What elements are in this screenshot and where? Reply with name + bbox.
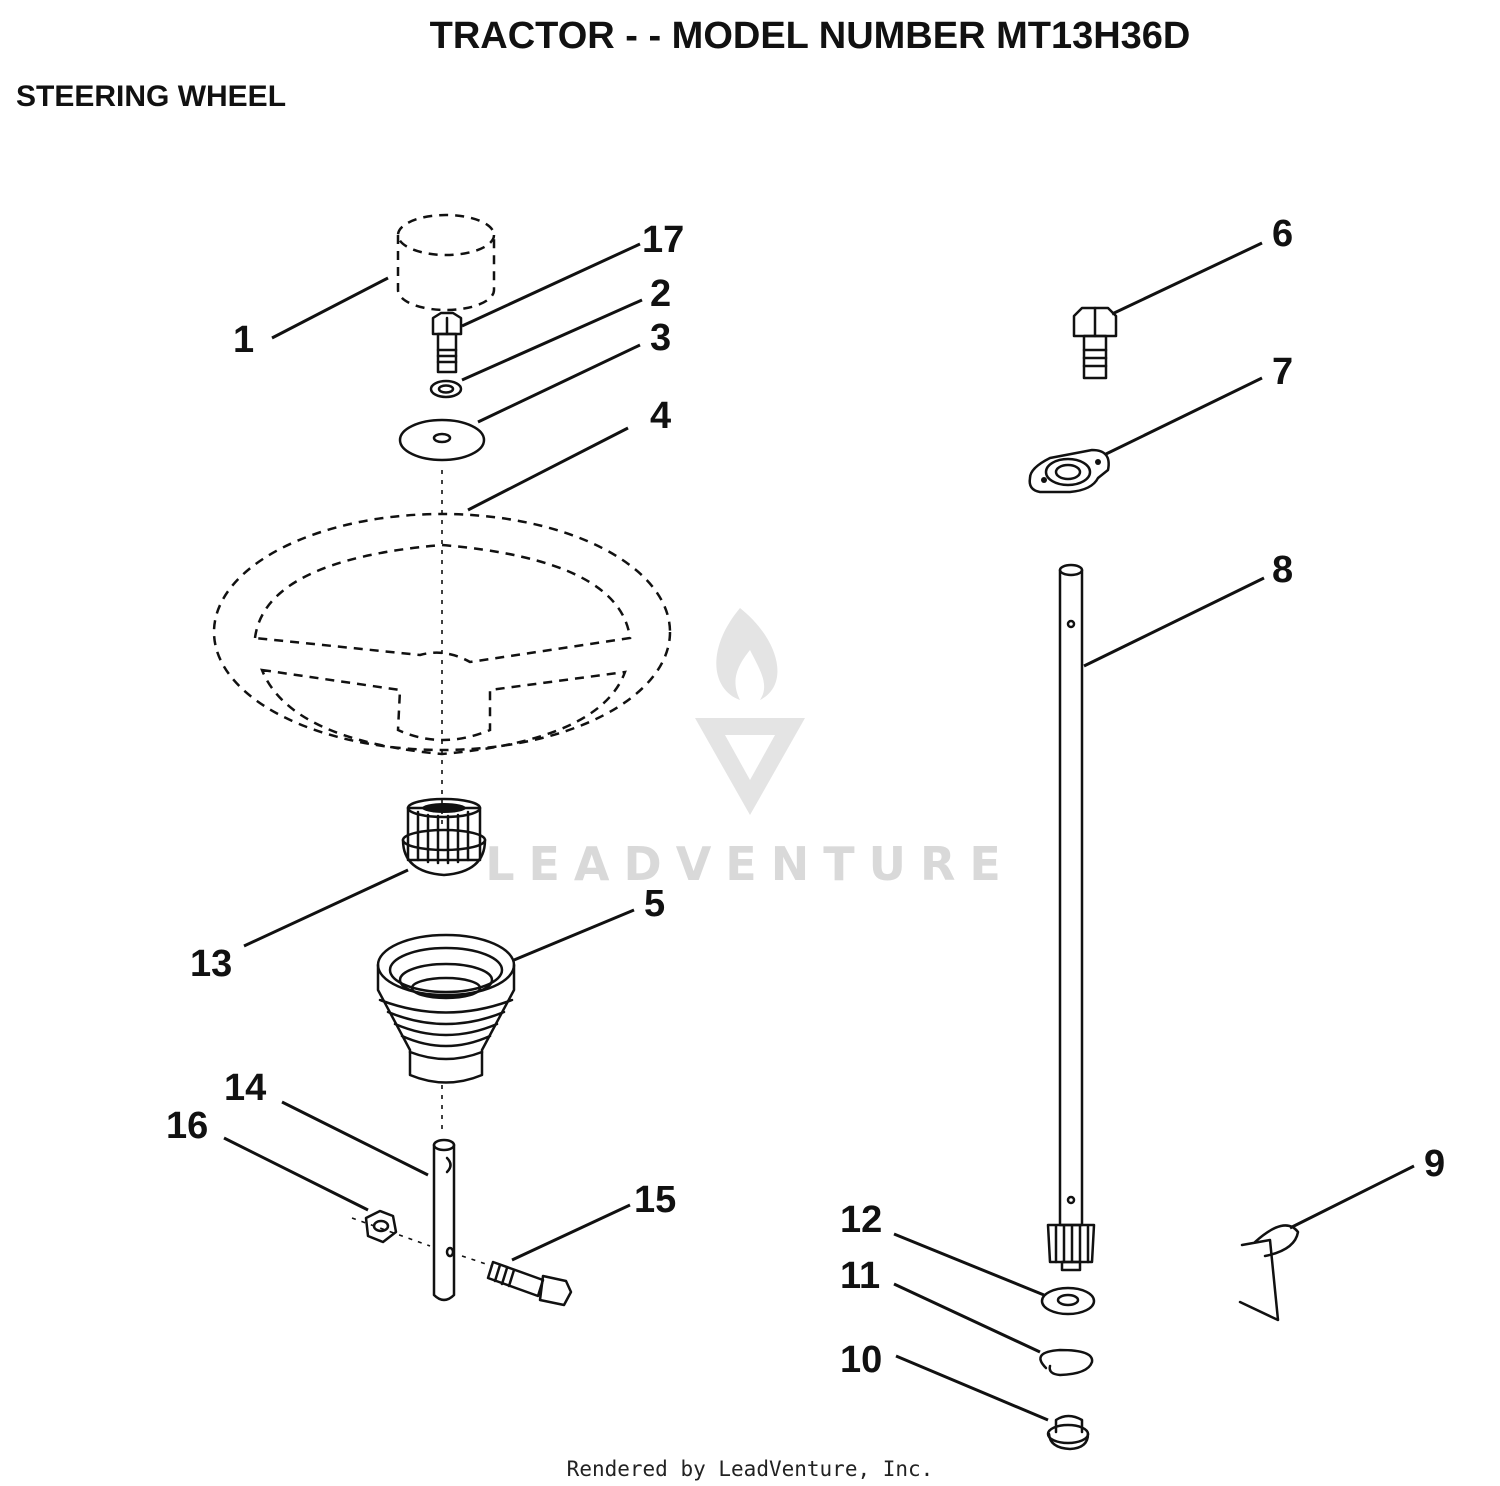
watermark-text: LEADVENTURE bbox=[485, 837, 1015, 891]
callout-12: 12 bbox=[840, 1199, 882, 1241]
leader-7 bbox=[1105, 376, 1263, 456]
leader-9 bbox=[1289, 1164, 1415, 1230]
leader-16 bbox=[223, 1136, 369, 1212]
footer-credit: Rendered by LeadVenture, Inc. bbox=[567, 1457, 934, 1481]
leader-1 bbox=[271, 276, 389, 340]
part-2-lock-washer bbox=[429, 379, 463, 399]
leader-12 bbox=[893, 1232, 1045, 1297]
callout-16: 16 bbox=[166, 1105, 208, 1147]
leader-4 bbox=[467, 426, 629, 512]
callout-1: 1 bbox=[233, 319, 254, 361]
callout-15: 15 bbox=[634, 1179, 676, 1221]
section-title: STEERING WHEEL bbox=[16, 80, 286, 113]
callout-14: 14 bbox=[224, 1067, 266, 1109]
leader-10 bbox=[895, 1354, 1049, 1422]
callout-3: 3 bbox=[650, 317, 671, 359]
callout-11: 11 bbox=[840, 1255, 880, 1297]
part-16-nut bbox=[351, 1209, 431, 1247]
callout-6: 6 bbox=[1272, 213, 1293, 255]
callout-17: 17 bbox=[642, 219, 684, 261]
part-1-cap bbox=[396, 213, 496, 312]
callout-10: 10 bbox=[840, 1339, 882, 1381]
part-11-retaining-ring bbox=[1039, 1348, 1094, 1377]
leader-15 bbox=[511, 1203, 631, 1262]
callout-7: 7 bbox=[1272, 351, 1293, 393]
part-17-bolt bbox=[431, 311, 463, 374]
leader-8 bbox=[1083, 576, 1265, 668]
callout-labels: 1 17 2 3 4 13 5 14 16 15 6 7 8 9 12 11 1… bbox=[166, 213, 1445, 1381]
part-14-lower-shaft bbox=[432, 1138, 456, 1302]
part-12-washer bbox=[1040, 1286, 1096, 1316]
watermark: LEADVENTURE bbox=[485, 608, 1015, 891]
part-6-bolt bbox=[1072, 306, 1118, 380]
watermark-v-icon bbox=[695, 718, 805, 815]
leader-lines bbox=[223, 241, 1415, 1422]
callout-5: 5 bbox=[644, 883, 665, 925]
part-5-steering-boot bbox=[376, 933, 516, 1084]
part-13-splined-adapter bbox=[401, 797, 487, 877]
callout-13: 13 bbox=[190, 943, 232, 985]
part-15-bolt bbox=[461, 1255, 573, 1307]
part-9-spring-clip bbox=[1238, 1224, 1300, 1322]
watermark-flame-icon bbox=[716, 608, 778, 700]
part-4-steering-wheel bbox=[212, 512, 672, 756]
callout-9: 9 bbox=[1424, 1143, 1445, 1185]
leader-2 bbox=[461, 298, 643, 382]
leader-14 bbox=[281, 1100, 429, 1177]
leader-5 bbox=[513, 908, 635, 962]
leader-17 bbox=[461, 242, 641, 328]
callout-2: 2 bbox=[650, 273, 671, 315]
part-3-flat-washer bbox=[398, 418, 486, 462]
page-title: TRACTOR - - MODEL NUMBER MT13H36D bbox=[430, 15, 1191, 57]
part-10-bushing bbox=[1046, 1414, 1090, 1451]
leader-3 bbox=[477, 343, 641, 424]
callout-8: 8 bbox=[1272, 549, 1293, 591]
part-8-steering-shaft bbox=[1046, 563, 1096, 1272]
leader-6 bbox=[1111, 241, 1263, 316]
callout-4: 4 bbox=[650, 395, 671, 437]
leader-11 bbox=[893, 1282, 1041, 1354]
part-7-flange-bearing bbox=[1028, 448, 1110, 494]
leader-13 bbox=[243, 868, 409, 948]
